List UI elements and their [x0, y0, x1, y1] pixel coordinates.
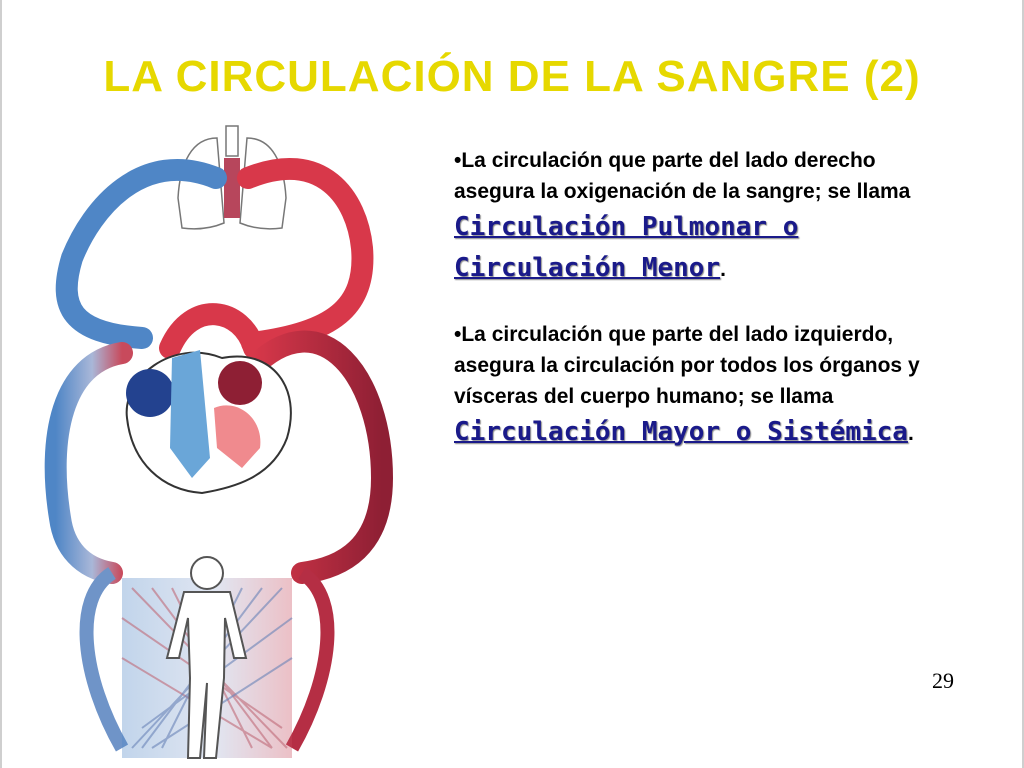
- bullet-end: .: [720, 258, 726, 281]
- slide-border-right: [1022, 0, 1024, 768]
- bullet-text: La circulación que parte del lado derech…: [454, 149, 911, 203]
- slide-border-left: [0, 0, 2, 768]
- human-figure-icon: [165, 556, 248, 759]
- bullet-text: La circulación que parte del lado izquie…: [454, 323, 920, 408]
- bullet-point-1: •La circulación que parte del lado derec…: [454, 145, 924, 289]
- bullet-marker: •: [454, 323, 462, 346]
- page-number: 29: [932, 668, 954, 693]
- slide-title: LA CIRCULACIÓN DE LA SANGRE (2): [103, 52, 921, 101]
- bullet-marker: •: [454, 149, 462, 172]
- term-link[interactable]: Circulación Mayor o Sistémica: [454, 417, 908, 447]
- bullet-point-2: •La circulación que parte del lado izqui…: [454, 319, 924, 453]
- circulation-diagram: [44, 125, 394, 759]
- heart: [125, 350, 292, 495]
- bullet-text-block: •La circulación que parte del lado derec…: [454, 145, 924, 483]
- bullet-end: .: [907, 422, 914, 445]
- term-link[interactable]: Circulación Pulmonar o Circulación Menor: [454, 212, 799, 283]
